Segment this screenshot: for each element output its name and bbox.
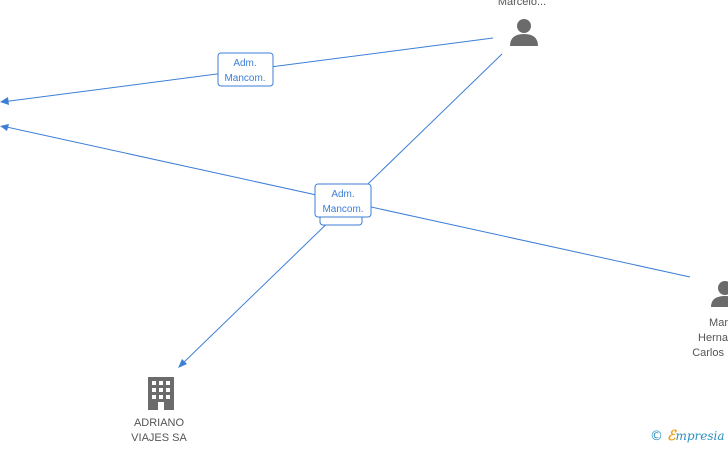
node-label-hernan-line-2: Herna [698, 332, 728, 344]
node-label-adriano-line-2: VIAJES SA [131, 432, 187, 444]
node-label-adriano-line-1: ADRIANO [134, 417, 185, 429]
copyright-icon: © [650, 429, 663, 444]
edge-label-line-2: Mancom. [224, 73, 265, 84]
arrowhead-left-bottom [0, 124, 9, 131]
node-label-hernan-line-3: Carlos [692, 347, 724, 359]
arrowhead-left-top [0, 97, 9, 105]
node-person-hernan[interactable]: Mar Herna Carlos [692, 281, 728, 359]
arrowhead-adriano [178, 359, 187, 368]
node-label-hernan-line-1: Mar [709, 317, 728, 329]
empresia-logo-text: mpresia [675, 429, 725, 443]
node-company-adriano[interactable]: ADRIANO VIAJES SA [131, 377, 187, 444]
edge-label-line-1: Adm. [233, 58, 256, 69]
person-icon [711, 281, 728, 307]
node-person-marcelo[interactable]: Marcelo... [498, 0, 546, 46]
building-icon [148, 377, 174, 410]
edge-label-marcelo-left[interactable]: Adm. Mancom. [217, 52, 274, 87]
edge-label-center[interactable]: Adm. Mancom. [314, 183, 372, 218]
edge-label-line-2: Mancom. [322, 204, 363, 215]
person-icon [510, 19, 538, 46]
empresia-watermark: © ℰmpresia [650, 428, 725, 444]
edge-label-line-1: Adm. [331, 189, 354, 200]
empresia-logo-initial: ℰ [667, 428, 676, 444]
node-label-marcelo: Marcelo... [498, 0, 546, 8]
